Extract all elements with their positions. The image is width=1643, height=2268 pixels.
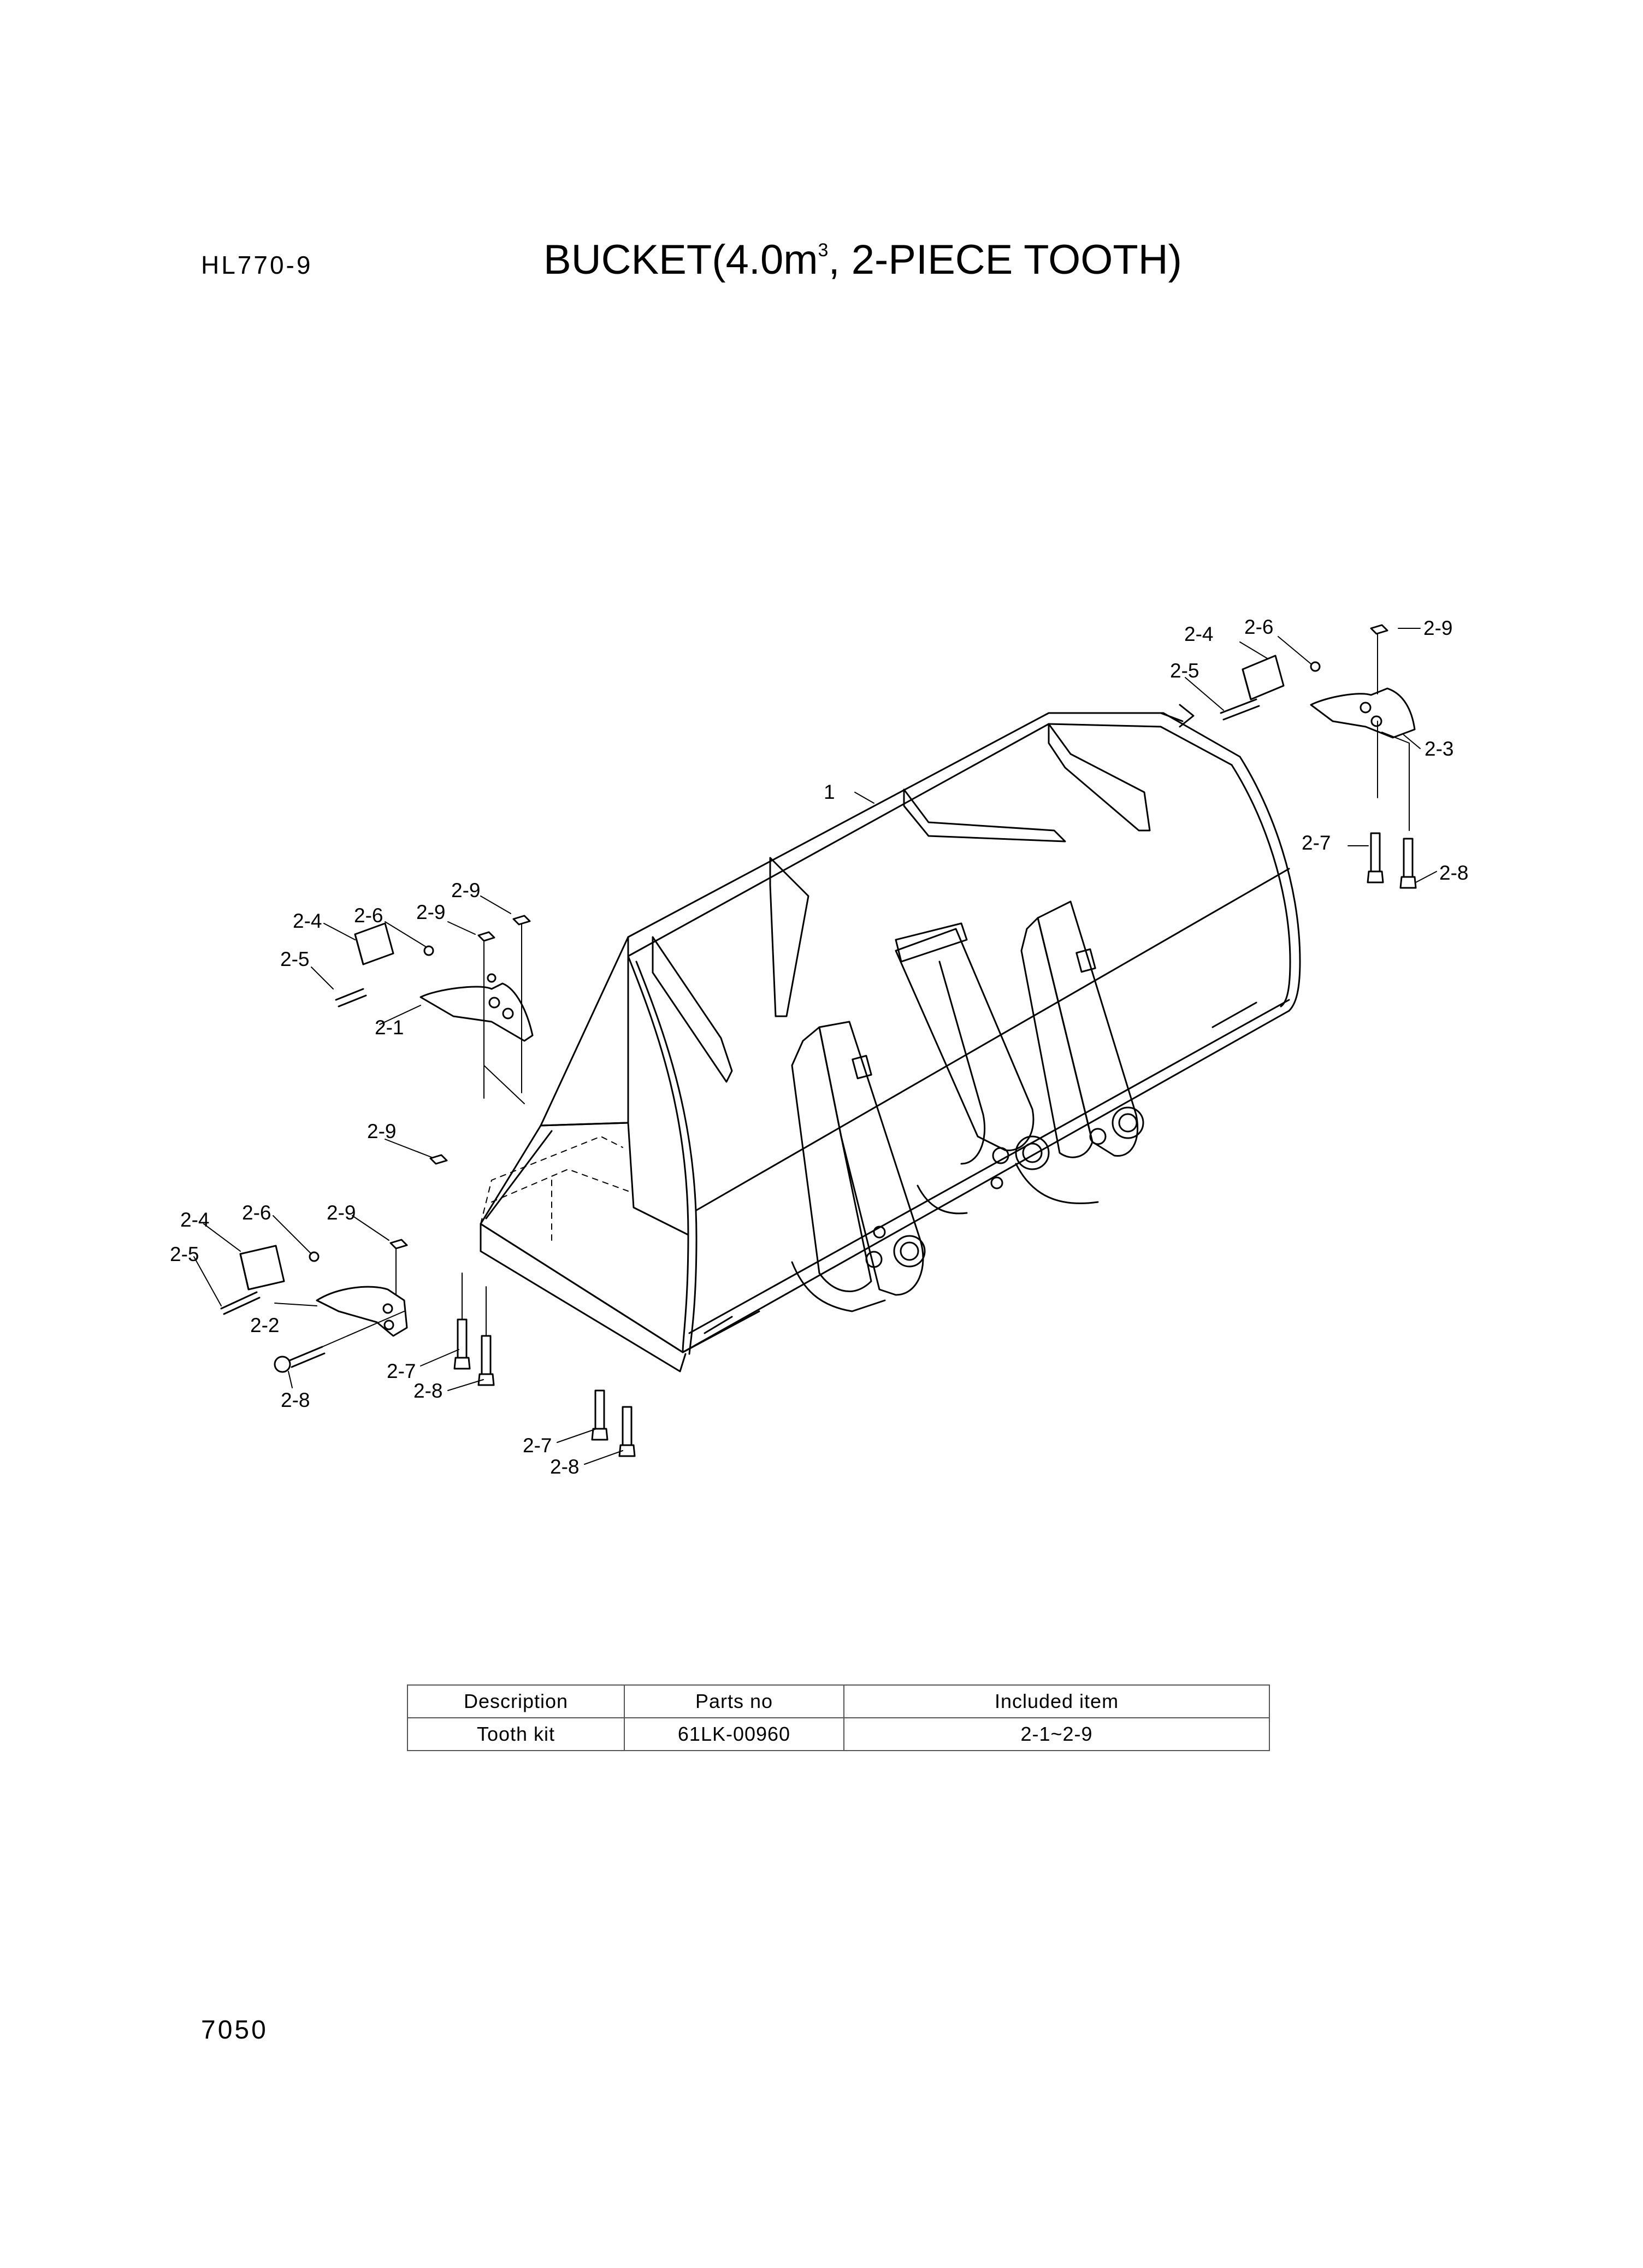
label-2-4-left-lower: 2-4: [180, 1209, 209, 1231]
bucket-body: [480, 704, 1301, 1372]
page-number: 7050: [201, 2016, 268, 2045]
label-2-9-upper-b: 2-9: [416, 901, 445, 923]
label-2-9-left-lower: 2-9: [327, 1201, 356, 1224]
cell-included-item: 2-1~2-9: [843, 1717, 1270, 1751]
tooth-group-left-upper: [335, 915, 534, 1104]
callout-labels: 1 2-4 2-6 2-9 2-5 2-3 2-7 2-8 2-9 2-9 2-…: [170, 616, 1468, 1478]
label-2-8-left-a: 2-8: [281, 1389, 310, 1411]
title-superscript: 3: [818, 239, 829, 261]
parts-table: Description Parts no Included item Tooth…: [407, 1684, 1270, 1751]
label-2-8-right: 2-8: [1439, 862, 1468, 884]
header-parts-no: Parts no: [624, 1684, 844, 1718]
label-2-8-bottom: 2-8: [550, 1456, 579, 1478]
label-2-9-corner: 2-9: [367, 1120, 396, 1142]
arm-brackets: [791, 900, 1144, 1312]
label-2-8-left-b: 2-8: [413, 1380, 442, 1402]
label-2-5-right: 2-5: [1170, 659, 1199, 682]
label-2-6-left-lower: 2-6: [242, 1201, 271, 1224]
label-2-6-right: 2-6: [1244, 616, 1273, 638]
label-2-9-upper-a: 2-9: [451, 879, 480, 902]
cell-parts-no: 61LK-00960: [624, 1717, 844, 1751]
header-description: Description: [407, 1684, 625, 1718]
page-title: BUCKET(4.0m3, 2-PIECE TOOTH): [543, 236, 1182, 284]
tooth-group-right: [1220, 624, 1416, 831]
label-bucket: 1: [824, 781, 835, 803]
model-number: HL770-9: [201, 251, 313, 279]
label-2-1: 2-1: [375, 1016, 404, 1039]
label-2-9-right: 2-9: [1423, 617, 1452, 639]
title-rest: , 2-PIECE TOOTH): [828, 237, 1182, 283]
table-row: Tooth kit 61LK-00960 2-1~2-9: [407, 1717, 1270, 1751]
tooth-group-left-lower: [220, 1154, 448, 1373]
label-2-6-left-upper: 2-6: [354, 904, 383, 927]
label-2-7-right: 2-7: [1302, 832, 1331, 854]
label-2-7-left: 2-7: [387, 1360, 416, 1382]
vertical-bolts: [453, 832, 1417, 1457]
label-2-5-left-upper: 2-5: [280, 948, 309, 970]
label-2-3: 2-3: [1425, 738, 1453, 760]
label-2-4-left-upper: 2-4: [293, 910, 322, 932]
cell-description: Tooth kit: [407, 1717, 625, 1751]
label-2-4-right: 2-4: [1184, 623, 1213, 645]
label-2-2: 2-2: [250, 1314, 279, 1336]
table-header-row: Description Parts no Included item: [407, 1684, 1270, 1718]
header-included-item: Included item: [843, 1684, 1270, 1718]
title-main: BUCKET(4.0m: [543, 237, 818, 283]
label-2-5-left-lower: 2-5: [170, 1243, 199, 1265]
callout-leaders: [193, 628, 1437, 1465]
label-2-7-bottom: 2-7: [523, 1434, 552, 1457]
